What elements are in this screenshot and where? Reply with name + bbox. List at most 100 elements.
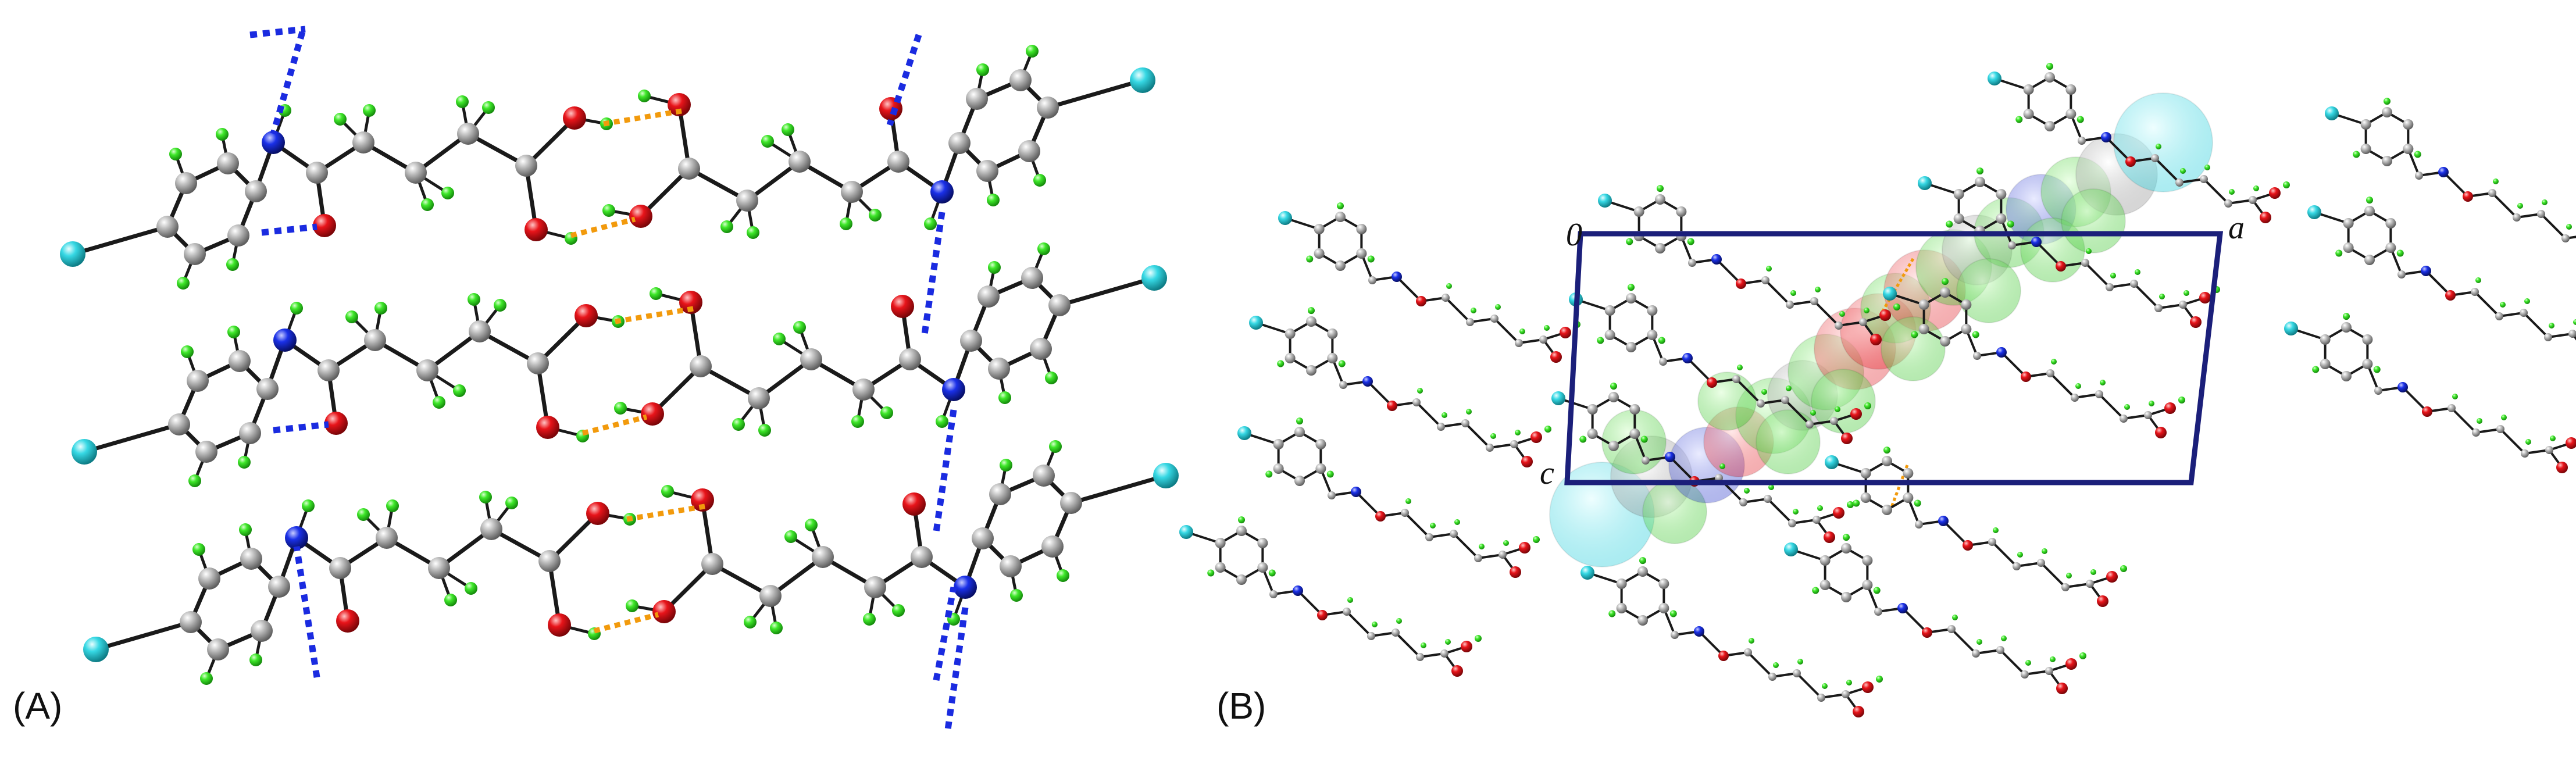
chlorine-atom: [1580, 566, 1594, 580]
carbon-atom: [887, 151, 909, 173]
covalent-bond: [2540, 213, 2567, 240]
carbon-atom: [1739, 498, 1747, 506]
carbon-atom: [1616, 603, 1627, 613]
hydrogen-atom: [1454, 519, 1460, 525]
hydrogen-atom: [1519, 328, 1525, 334]
hydrogen-atom: [1628, 284, 1635, 291]
oxygen-atom: [1718, 651, 1729, 661]
hydrogen-atom: [924, 217, 937, 230]
carbon-atom: [1781, 396, 1789, 404]
hydrogen-atom: [626, 599, 638, 612]
chlorine-atom: [1153, 463, 1179, 488]
oxygen-atom: [679, 291, 702, 314]
hydrogen-atom: [2135, 269, 2140, 275]
carbon-atom: [376, 527, 398, 549]
carbon-atom: [1437, 423, 1445, 431]
hydrogen-atom: [1626, 238, 1633, 245]
carbon-atom: [2023, 109, 2034, 119]
nitrogen-atom: [1293, 585, 1303, 596]
carbon-atom: [2364, 206, 2375, 216]
panel-label-b: (B): [1216, 685, 1266, 727]
covalent-bond: [1444, 297, 1471, 323]
carbon-atom: [1037, 97, 1059, 119]
covalent-bond: [1355, 491, 1382, 517]
carbon-atom: [2360, 119, 2371, 130]
covalent-bond: [2133, 283, 2160, 309]
carbon-atom: [1744, 648, 1752, 656]
hydrogen-atom: [1873, 587, 1881, 594]
hydrogen-atom: [1033, 174, 1046, 187]
carbon-atom: [1918, 324, 1929, 334]
hydrogen-atom: [1952, 615, 1958, 620]
unit-cell-outline: [1564, 231, 2224, 485]
carbon-atom: [168, 413, 190, 435]
hydrogen-atom: [2335, 249, 2343, 257]
hydrogen-atom: [747, 226, 759, 239]
covalent-bond: [2035, 241, 2062, 267]
chlorine-atom: [60, 241, 85, 267]
covalent-bond: [70, 224, 170, 256]
carbon-atom: [317, 359, 340, 381]
covalent-bond: [1404, 512, 1430, 538]
carbon-atom: [1629, 404, 1640, 415]
covalent-bond: [2524, 449, 2550, 455]
hydrogen-atom: [987, 194, 1000, 206]
hydrogen-atom: [880, 406, 893, 419]
carbon-atom: [977, 285, 1000, 308]
hydrogen-atom: [2015, 116, 2023, 123]
covalent-bond: [2154, 157, 2181, 184]
n-h-o-hydrogen-bond: [249, 26, 306, 38]
carbon-atom: [227, 224, 249, 247]
n-h-o-hydrogen-bond: [933, 409, 957, 533]
hydrogen-atom: [2549, 323, 2554, 328]
nitrogen-atom: [942, 378, 965, 401]
oxygen-atom: [1416, 296, 1426, 306]
chlorine-atom: [1784, 542, 1798, 556]
hydrogen-atom: [1847, 501, 1854, 508]
hydrogen-atom: [444, 594, 457, 606]
hydrogen-atom: [2384, 98, 2391, 105]
carbon-atom: [1788, 519, 1796, 527]
carbon-atom: [1306, 365, 1316, 376]
hydrogen-atom: [2120, 565, 2127, 572]
n-h-o-hydrogen-bond: [293, 546, 320, 678]
hydrogen-atom: [192, 543, 205, 556]
carbon-atom: [1862, 555, 1873, 566]
hydrogen-atom: [1207, 569, 1215, 577]
carbon-atom: [1021, 267, 1043, 289]
carbon-atom: [2343, 218, 2354, 228]
hydrogen-atom: [2149, 401, 2154, 406]
carbon-atom: [841, 181, 863, 203]
carbon-atom: [1732, 375, 1740, 383]
oxygen-atom: [641, 402, 664, 426]
carbon-atom: [352, 131, 374, 153]
carbon-atom: [1498, 551, 1507, 559]
hydrogen-atom: [386, 499, 399, 512]
carbon-atom: [1236, 574, 1247, 585]
hydrogen-atom: [188, 474, 201, 487]
carbon-atom: [527, 352, 549, 374]
carbon-atom: [1450, 530, 1458, 538]
hydrogen-atom: [805, 519, 818, 531]
hydrogen-atom: [468, 293, 480, 306]
chlorine-atom: [72, 439, 97, 465]
hydrogen-atom: [1876, 676, 1883, 683]
packed-molecule: [1237, 417, 1540, 578]
oxygen-atom: [2125, 156, 2136, 167]
carbon-atom: [988, 358, 1010, 380]
hydrogen-atom: [1843, 534, 1850, 541]
packed-molecule: [1580, 557, 1883, 717]
n-h-o-hydrogen-bond: [921, 212, 946, 335]
hydrogen-atom: [1976, 639, 1982, 645]
carbon-atom: [2224, 199, 2232, 208]
oxygen-atom: [1317, 610, 1328, 620]
covalent-bond: [2498, 312, 2525, 317]
hydrogen-atom: [2077, 116, 2084, 123]
carbon-atom: [948, 132, 971, 154]
carbon-atom: [2364, 255, 2375, 265]
covalent-bond: [2105, 136, 2132, 163]
nitrogen-atom: [2031, 237, 2042, 247]
hydrogen-atom: [2452, 394, 2458, 399]
oxygen-atom: [1963, 540, 1973, 551]
